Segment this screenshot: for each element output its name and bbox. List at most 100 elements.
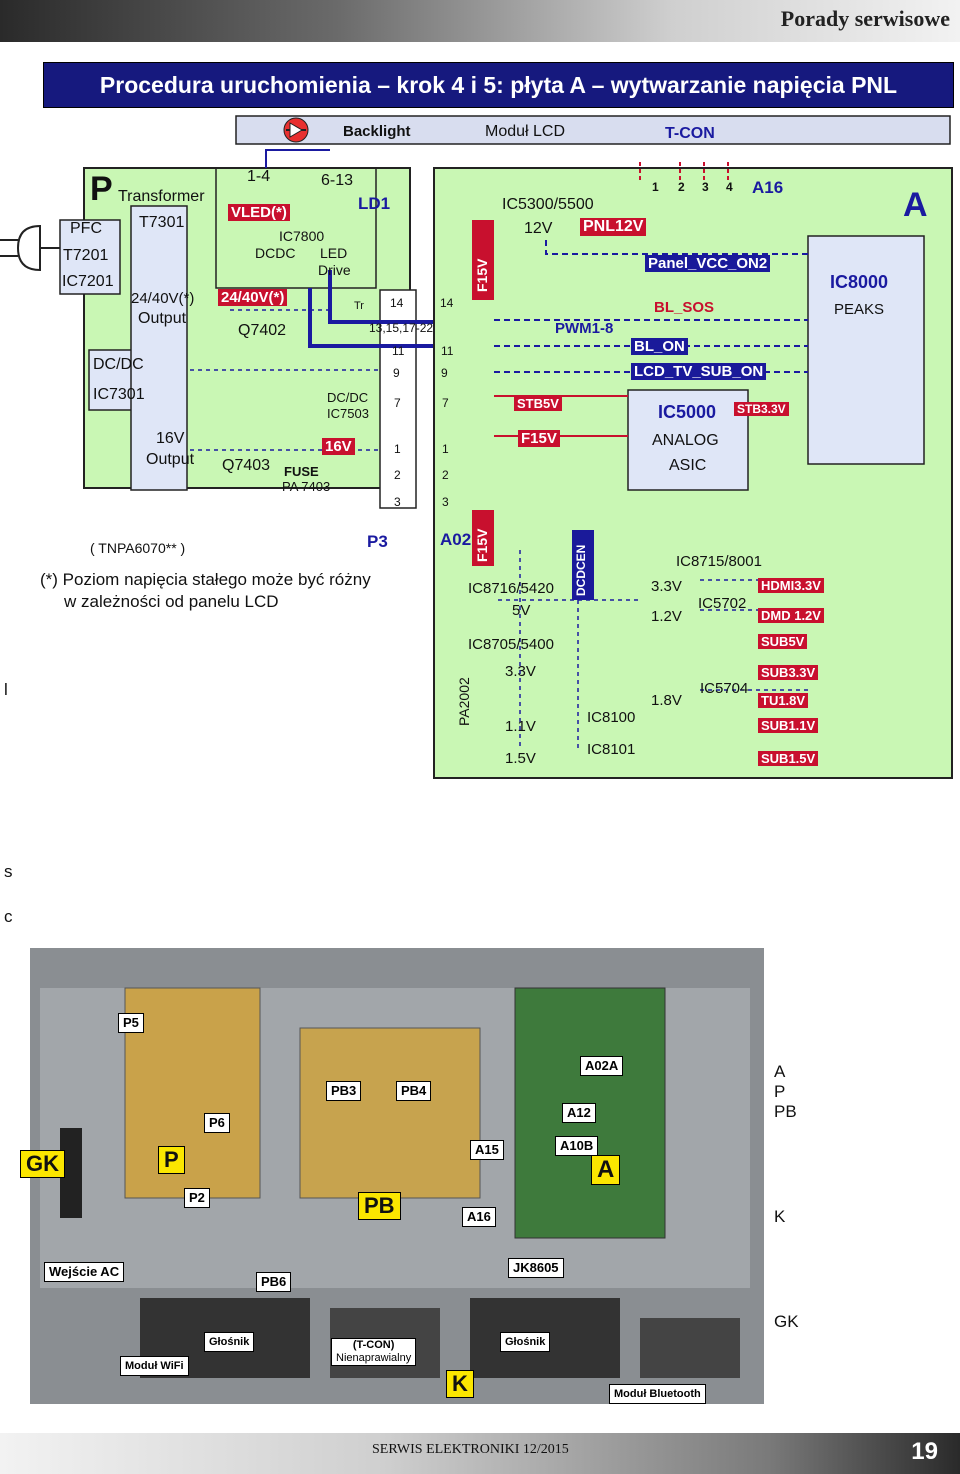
pfc-label: PFC — [70, 220, 102, 237]
stb33-label: STB3.3V — [734, 402, 789, 416]
a-board-letter: A — [903, 186, 928, 224]
tr-label: Tr — [354, 300, 364, 312]
big-label-k: K — [446, 1370, 474, 1398]
pin-7-left: 7 — [394, 396, 401, 410]
fragment-p: P — [774, 1082, 786, 1101]
f15v-label-bottom: F15V — [474, 528, 490, 562]
output2-label: Output — [146, 451, 195, 468]
pins-6-13-label: 6-13 — [321, 172, 354, 189]
ic8705-label: IC8705/5400 — [468, 636, 554, 653]
ic7301-label: IC7301 — [93, 386, 145, 403]
fragment-s: s — [4, 862, 13, 881]
page-number: 19 — [911, 1438, 938, 1465]
ic8000-label: IC8000 — [830, 272, 889, 292]
tcon-line-2: Nienaprawialny — [336, 1352, 412, 1364]
vled-label: VLED(*) — [228, 204, 290, 221]
peaks-label: PEAKS — [834, 301, 885, 318]
1v8-label: 1.8V — [651, 692, 682, 709]
fragment-l: l — [4, 680, 8, 699]
note-line-1: (*) Poziom napięcia stałego może być róż… — [40, 570, 371, 589]
fuse-label: FUSE — [284, 464, 319, 479]
ic8100-label: IC8100 — [587, 709, 636, 726]
3v3-label: 3.3V — [651, 578, 682, 595]
sub5v-label: SUB5V — [758, 634, 808, 649]
pa2002-label: PA2002 — [456, 677, 472, 726]
pin-14-right: 14 — [440, 296, 454, 310]
fragment-c: c — [4, 907, 13, 926]
tcon-line-1: (T-CON) — [352, 1339, 395, 1351]
dcdc3-label: DC/DC — [327, 390, 369, 405]
fragment-a: A — [774, 1062, 786, 1081]
ic5000-block — [627, 389, 749, 491]
pnl12v-label: PNL12V — [580, 218, 647, 236]
12v-label: 12V — [524, 220, 553, 237]
1v5-label: 1.5V — [505, 750, 536, 767]
pins-1-4-label: 1-4 — [247, 168, 271, 185]
t7301-label: T7301 — [139, 214, 185, 231]
hdmi33-label: HDMI3.3V — [758, 578, 824, 593]
f15v3-label: F15V — [518, 430, 560, 447]
big-label-a: A — [591, 1155, 621, 1185]
bl-sos-label: BL_SOS — [654, 299, 715, 316]
pin-9-left: 9 — [393, 366, 400, 380]
asic-label: ASIC — [669, 457, 707, 474]
bl-on-label: BL_ON — [631, 338, 688, 355]
out-2440b-label: 24/40V(*) — [218, 289, 288, 306]
label-pb4: PB4 — [396, 1081, 432, 1101]
dcdc-label: DC/DC — [93, 356, 144, 373]
label-p6: P6 — [204, 1113, 230, 1133]
pin-1-left: 1 — [394, 442, 401, 456]
dcdcen-label: DCDCEN — [574, 544, 588, 596]
16v-label: 16V — [156, 430, 185, 447]
ic8101-label: IC8101 — [587, 741, 636, 758]
label-pb6: PB6 — [256, 1272, 292, 1292]
title-banner: Procedura uruchomienia – krok 4 i 5: pły… — [43, 62, 954, 108]
pin-1-right: 1 — [442, 442, 449, 456]
footer-bar — [0, 1433, 960, 1474]
ac-plug-icon — [16, 224, 41, 272]
label-speaker-right: Głośnik — [500, 1332, 551, 1352]
a16-pin-1: 1 — [652, 180, 659, 194]
label-a12: A12 — [562, 1103, 596, 1123]
lcd-module-label: Moduł LCD — [485, 123, 566, 140]
pin-2-right: 2 — [442, 468, 449, 482]
1v1-label: 1.1V — [505, 718, 536, 735]
16v-b-label: 16V — [322, 438, 355, 455]
ic7503-label: IC7503 — [327, 406, 369, 421]
transformer-label: Transformer — [118, 188, 205, 205]
1v2-label: 1.2V — [651, 608, 682, 625]
ic5704-label: IC5704 — [700, 680, 749, 697]
ic5702-label: IC5702 — [698, 595, 747, 612]
label-jk8605: JK8605 — [508, 1258, 564, 1278]
tu18-label: TU1.8V — [758, 693, 809, 708]
label-ac-input: Wejście AC — [44, 1262, 125, 1282]
label-p5: P5 — [118, 1013, 144, 1033]
sub33-label: SUB3.3V — [758, 665, 819, 680]
drive-label: Drive — [318, 262, 351, 278]
output-label: Output — [138, 310, 187, 327]
p-board-letter: P — [90, 170, 113, 208]
pin-14-left: 14 — [390, 296, 404, 310]
p3-label: P3 — [367, 532, 388, 551]
lcd-tv-label: LCD_TV_SUB_ON — [631, 363, 767, 380]
ic8715-label: IC8715/8001 — [676, 553, 762, 570]
a02-label: A02 — [440, 530, 472, 549]
sub11-label: SUB1.1V — [758, 718, 819, 733]
pwm-label: PWM1-8 — [555, 320, 614, 337]
a16-label: A16 — [752, 178, 784, 197]
note-line-2: w zależności od panelu LCD — [64, 592, 279, 611]
label-p2: P2 — [184, 1188, 210, 1208]
header-bar — [0, 0, 960, 42]
ic5300-label: IC5300/5500 — [502, 196, 594, 213]
q7403-label: Q7403 — [222, 457, 271, 474]
ld1-label: LD1 — [358, 194, 391, 213]
power-diagram — [0, 115, 953, 779]
t7201-label: T7201 — [63, 247, 109, 264]
pin-13-22-label: 13,15,17-22 — [369, 321, 434, 335]
tnpa-label: ( TNPA6070** ) — [90, 540, 186, 556]
tcon-bar — [235, 115, 951, 145]
pin-11-left: 11 — [392, 344, 405, 358]
section-title: Porady serwisowe — [780, 6, 950, 31]
tcon-label: T-CON — [665, 125, 715, 142]
out-2440-label: 24/40V(*) — [131, 290, 195, 307]
